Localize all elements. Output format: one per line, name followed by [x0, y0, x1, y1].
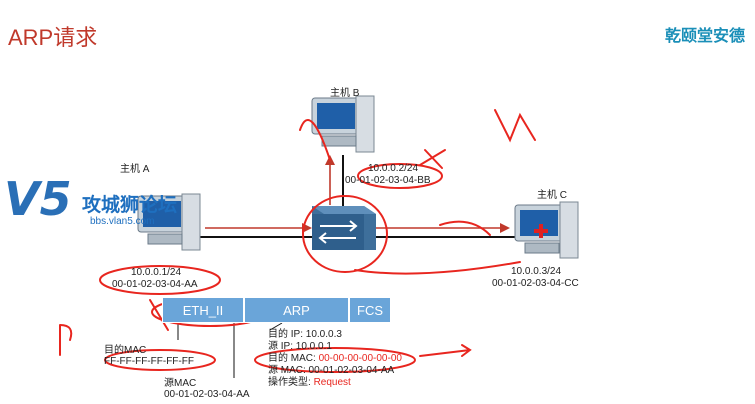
slide-title: ARP请求	[8, 25, 98, 50]
host-c-name: 主机 C	[537, 190, 567, 201]
brand-logo: 乾颐堂安德	[664, 26, 745, 45]
eth-dst-mac-value: FF-FF-FF-FF-FF-FF	[104, 356, 194, 367]
host-c-mac: 00-01-02-03-04-CC	[492, 278, 579, 289]
frame-arp-payload: ARP	[244, 297, 349, 323]
host-a-computer-icon	[137, 193, 201, 251]
arp-src-ip: 源 IP: 10.0.0.1	[268, 341, 332, 352]
watermark-text: 攻城狮论坛	[82, 194, 178, 216]
watermark-url: bbs.vlan5.com	[90, 216, 155, 227]
host-a-ip: 10.0.0.1/24	[131, 267, 182, 278]
arp-dst-mac-value: 00-00-00-00-00-00	[318, 353, 402, 364]
arp-op-label: 操作类型:	[268, 377, 314, 388]
host-b-ip: 10.0.0.2/24	[368, 163, 419, 174]
arp-src-mac: 源 MAC: 00-01-02-03-04-AA	[268, 365, 395, 376]
eth-dst-mac-label: 目的MAC	[104, 345, 147, 356]
host-a-mac: 00-01-02-03-04-AA	[112, 279, 198, 290]
arp-dst-mac-label: 目的 MAC:	[268, 353, 319, 364]
switch-icon	[312, 206, 376, 250]
arp-dst-mac: 目的 MAC: 00-00-00-00-00-00	[268, 353, 402, 364]
host-a-name: 主机 A	[120, 164, 150, 175]
arp-op-value: Request	[313, 377, 351, 388]
watermark-logo: V5	[4, 172, 72, 226]
host-b-mac: 00-01-02-03-04-BB	[345, 175, 431, 186]
frame-fcs: FCS	[349, 297, 391, 323]
arp-dst-ip: 目的 IP: 10.0.0.3	[268, 329, 342, 340]
arp-op-type: 操作类型: Request	[268, 377, 351, 388]
host-c-computer-icon	[514, 201, 579, 259]
host-b-computer-icon	[311, 95, 375, 153]
host-b-name: 主机 B	[330, 88, 360, 99]
frame-eth-header: ETH_II	[162, 297, 244, 323]
host-c-ip: 10.0.0.3/24	[511, 266, 562, 277]
eth-src-mac-label: 源MAC	[164, 378, 197, 389]
eth-src-mac-value: 00-01-02-03-04-AA	[164, 389, 250, 400]
handwritten-annotations	[59, 109, 536, 373]
